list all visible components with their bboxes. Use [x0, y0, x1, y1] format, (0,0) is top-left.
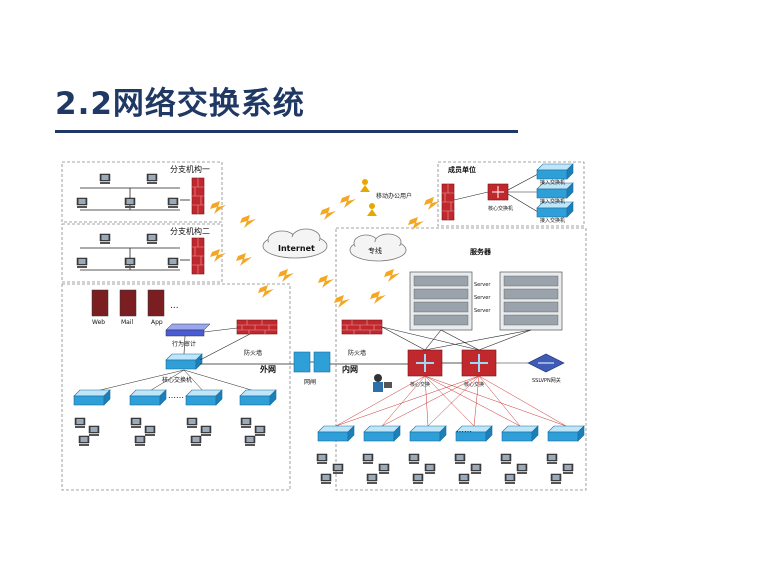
server-area-label: 服务器: [470, 247, 492, 256]
inner-access-ellipsis: ……: [456, 425, 472, 434]
outer-net-zone: [61, 283, 291, 491]
mobile-user-label: 移动办公用户: [376, 192, 412, 200]
member-core-switch-icon: [487, 183, 509, 201]
dedicated-line-cloud-icon: [349, 233, 407, 262]
inner-access-layer: [316, 425, 585, 485]
outer-access-layer: [73, 369, 277, 447]
server-label: Server: [474, 295, 491, 301]
network-gap-label: 网闸: [304, 378, 316, 386]
inner-firewall-icon: [341, 319, 383, 335]
branch1-label: 分支机构一: [170, 164, 210, 174]
mobile-user-icon: [360, 179, 377, 216]
outer-firewall-icon: [236, 319, 278, 335]
dedicated-line-label: 专线: [368, 246, 382, 255]
outer-net-label: 外网: [260, 364, 276, 374]
access-switch-label: 接入交换机: [540, 198, 565, 205]
sslvpn-label: SSLVPN网关: [532, 377, 561, 384]
inner-access-links: [335, 375, 567, 427]
sslvpn-gateway-icon: [527, 353, 565, 373]
member-firewall-icon: [441, 183, 455, 221]
server-rack-icon: [409, 271, 473, 331]
branch1-zone: [61, 161, 223, 223]
inner-net-label: 内网: [342, 364, 358, 374]
server-rack-icon: [499, 271, 563, 331]
server-label: Server: [474, 308, 491, 314]
core-server-links: [381, 326, 532, 351]
internet-cloud-icon: [262, 228, 328, 259]
access-switch-label: 接入交换机: [540, 179, 565, 186]
member-core-label: 核心交换机: [488, 205, 513, 212]
branch2-zone: [61, 223, 223, 283]
inner-firewall-label: 防火墙: [348, 349, 366, 357]
member-unit-label: 成员单位: [448, 165, 476, 174]
access-switch-label: 接入交换机: [540, 217, 565, 224]
branch2-lan: [76, 233, 190, 271]
mail-server-label: Mail: [121, 319, 134, 326]
branch1-firewall-icon: [191, 177, 205, 215]
network-diagram: 分支机构一 分支机构二 Internet 专线 移动办公用户: [61, 161, 587, 491]
title-underline: [55, 130, 518, 133]
outer-core-label: 核心交换机: [162, 376, 192, 384]
outer-firewall-label: 防火墙: [244, 349, 262, 357]
admin-user-icon: [373, 374, 392, 392]
network-gap-icon: [293, 351, 331, 373]
inner-core-label: 核心交换: [464, 381, 484, 388]
internet-label: Internet: [278, 244, 315, 253]
outer-core-switch-icon: [165, 353, 203, 370]
inner-core-switch-icon: [407, 349, 443, 377]
slide-title: 2.2网络交换系统: [55, 86, 305, 122]
member-unit-zone: [437, 161, 585, 227]
inner-core-switch-icon: [461, 349, 497, 377]
member-access-switch-icon: [536, 163, 574, 180]
branch2-firewall-icon: [191, 237, 205, 275]
app-server-label: App: [151, 319, 163, 326]
inner-net-zone: [335, 227, 587, 491]
inner-core-label: 核心交换: [410, 381, 430, 388]
web-server-label: Web: [92, 319, 105, 326]
server-ellipsis: ...: [170, 301, 179, 311]
server-label: Server: [474, 282, 491, 288]
outer-access-ellipsis: ……: [168, 391, 184, 400]
outer-server-icons: [91, 289, 165, 317]
behavior-audit-icon: [165, 323, 211, 337]
branch2-label: 分支机构二: [170, 226, 210, 236]
audit-label: 行为审计: [172, 340, 196, 348]
branch1-lan: [76, 173, 190, 211]
